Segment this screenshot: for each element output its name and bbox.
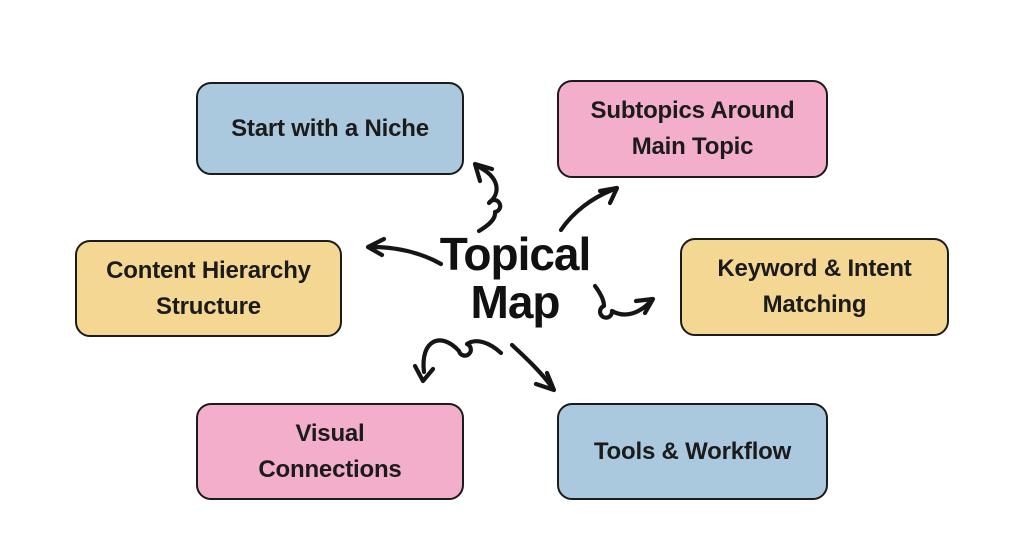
node-subtopics-around-main-topic-label: Subtopics Around Main Topic	[590, 97, 795, 160]
node-content-hierarchy-structure: Content Hierarchy Structure	[75, 240, 342, 337]
diagram-title: Topical Map	[410, 228, 620, 328]
node-keyword-and-intent-matching-label: Keyword & Intent Matching	[717, 255, 912, 318]
node-content-hierarchy-structure-label: Content Hierarchy Structure	[106, 256, 311, 320]
arrow-to-subtopics-around-main-topic	[558, 185, 620, 233]
diagram-title-line2: Map	[470, 275, 561, 328]
node-start-with-a-niche-label: Start with a Niche	[231, 114, 429, 142]
arrow-to-start-with-a-niche	[472, 161, 503, 234]
arrow-to-visual-connections	[412, 338, 504, 384]
node-tools-and-workflow-label: Tools & Workflow	[593, 437, 792, 465]
diagram-title-line1: Topical	[439, 228, 592, 280]
node-keyword-and-intent-matching: Keyword & Intent Matching	[680, 238, 949, 336]
arrow-to-tools-and-workflow	[509, 342, 557, 393]
node-subtopics-around-main-topic: Subtopics Around Main Topic	[557, 80, 828, 178]
node-visual-connections-label: Visual Connections	[258, 419, 402, 483]
node-tools-and-workflow: Tools & Workflow	[557, 403, 828, 500]
node-visual-connections: Visual Connections	[196, 403, 464, 500]
node-start-with-a-niche: Start with a Niche	[196, 82, 464, 175]
